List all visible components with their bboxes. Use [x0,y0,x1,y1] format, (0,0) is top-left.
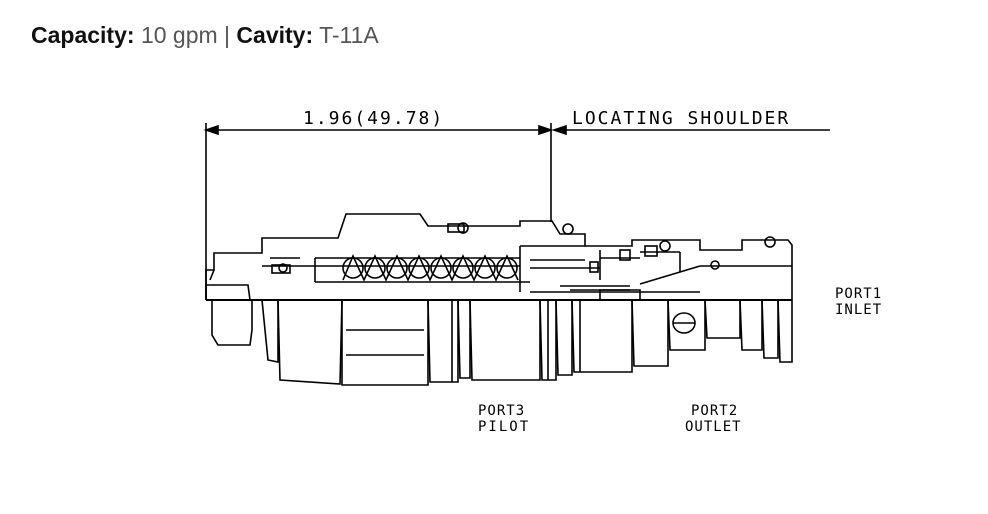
valve-lower-body [205,284,793,386]
port1-inlet-label: INLET [835,302,882,318]
spec-separator: | [224,22,231,48]
spec-line: Capacity: 10 gpm | Cavity: T-11A [31,22,379,49]
cavity-label: Cavity: [236,22,314,48]
dimension-label: 1.96(49.78) [303,108,444,129]
dimension-lines [203,123,830,300]
port1-label: PORT1 [835,286,882,302]
port2-outlet-label: OUTLET [685,419,742,435]
port3-pilot-label: PILOT [478,419,530,435]
capacity-value: 10 gpm [140,22,218,48]
cavity-value: T-11A [319,22,379,48]
port2-label: PORT2 [691,403,738,419]
valve-upper-profile [205,213,793,300]
spring-coils [342,254,519,282]
locating-shoulder-label: LOCATING SHOULDER [572,108,790,129]
port3-label: PORT3 [478,403,525,419]
capacity-label: Capacity: [31,22,135,48]
